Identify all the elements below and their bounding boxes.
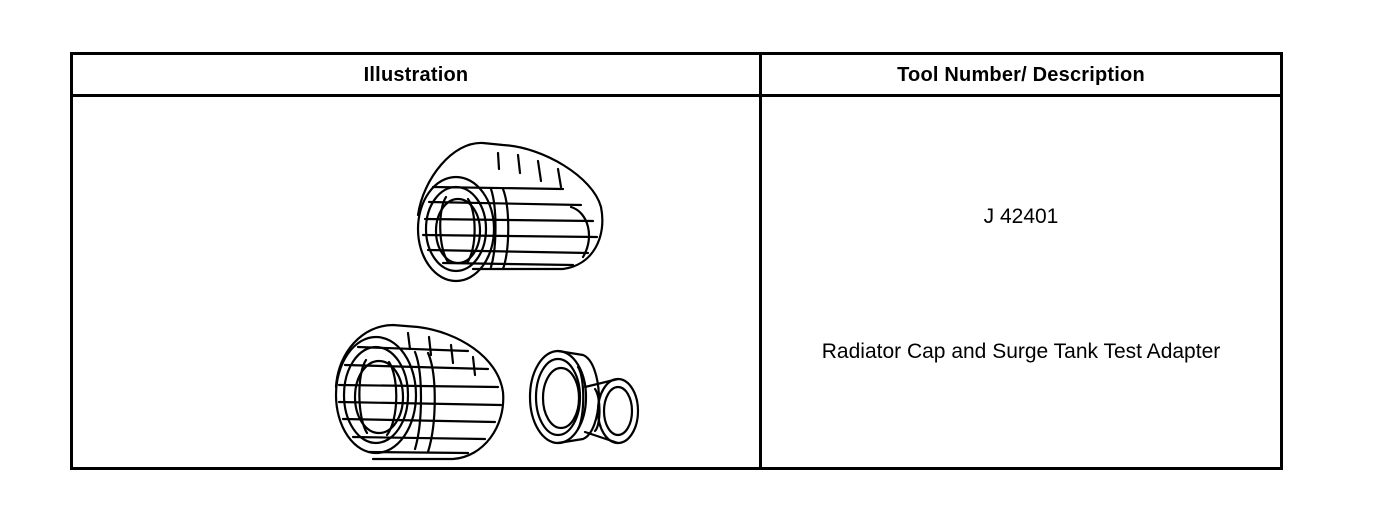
tool-description: Radiator Cap and Surge Tank Test Adapter <box>821 340 1221 363</box>
small-stepped-adapter-icon <box>528 349 640 445</box>
table-header-row: Illustration Tool Number/ Description <box>73 55 1280 97</box>
upper-coupling-adapter-icon <box>416 141 604 283</box>
illustration-cell <box>73 97 759 467</box>
header-illustration: Illustration <box>363 64 469 86</box>
lower-coupling-adapter-icon <box>334 323 505 461</box>
tool-number: J 42401 <box>983 205 1059 228</box>
header-tool-number-description: Tool Number/ Description <box>897 64 1145 86</box>
radiator-cap-adapter-illustration-icon <box>334 141 640 461</box>
tool-table: Illustration Tool Number/ Description <box>70 52 1283 470</box>
tool-description-cell: J 42401 Radiator Cap and Surge Tank Test… <box>762 97 1280 467</box>
column-divider <box>759 55 762 467</box>
